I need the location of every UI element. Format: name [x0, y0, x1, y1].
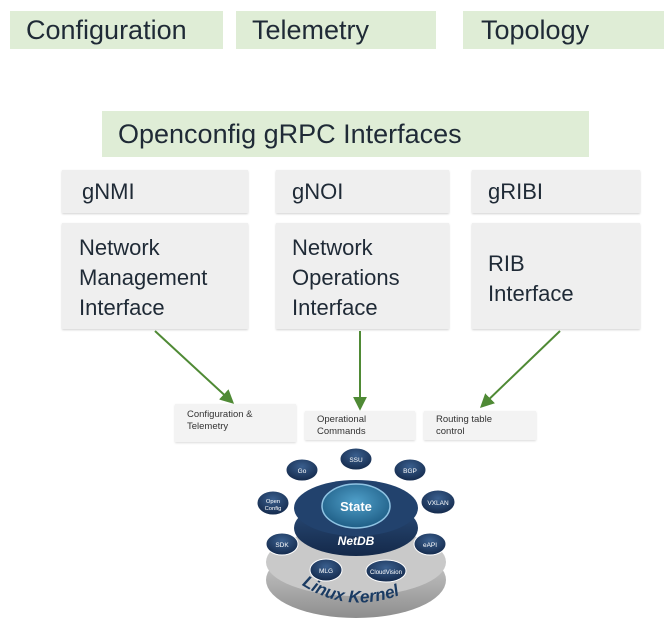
satellite-eapi-label: eAPI: [423, 542, 437, 549]
note-3-line-2: control: [436, 426, 465, 437]
note-2-line-2: Commands: [317, 426, 366, 437]
note-configuration-telemetry: Configuration & Telemetry: [175, 404, 296, 442]
satellite-vxlan: VXLAN: [420, 489, 456, 515]
gnmi-desc-line-3: Interface: [79, 295, 165, 320]
satellite-sdk: SDK: [265, 532, 299, 556]
tab-configuration-label: Configuration: [26, 14, 187, 45]
satellite-vxlan-label: VXLAN: [427, 500, 449, 507]
interface-header-gnmi: gNMI: [62, 170, 248, 213]
satellite-cloudvision-label: CloudVision: [370, 570, 402, 576]
gnoi-desc-line-3: Interface: [292, 295, 378, 320]
note-3-line-1: Routing table: [436, 414, 492, 425]
gnmi-label: gNMI: [82, 178, 135, 204]
note-routing-table-control: Routing table control: [424, 411, 536, 440]
satellite-go: Go: [285, 458, 319, 482]
tab-telemetry: Telemetry: [236, 11, 436, 49]
satellite-bgp: BGP: [393, 458, 427, 482]
satellite-sdk-label: SDK: [275, 542, 289, 549]
note-operational-commands: Operational Commands: [305, 411, 415, 440]
interface-header-gnoi: gNOI: [276, 170, 449, 213]
state-label: State: [340, 499, 372, 514]
satellite-go-label: Go: [298, 468, 307, 475]
gribi-label: gRIBI: [488, 178, 544, 204]
satellite-eapi: eAPI: [413, 532, 447, 556]
netdb-label: NetDB: [338, 534, 375, 548]
note-1-line-1: Configuration &: [187, 409, 253, 420]
tab-configuration: Configuration: [10, 11, 223, 49]
satellite-cloudvision: CloudVision: [365, 559, 407, 583]
tab-topology: Topology: [463, 11, 664, 49]
gnoi-desc-line-1: Network: [292, 235, 373, 260]
gnoi-desc-line-2: Operations: [292, 265, 400, 290]
interface-desc-gnmi: Network Management Interface: [62, 223, 248, 329]
satellite-ssu: SSU: [339, 447, 373, 471]
satellite-bgp-label: BGP: [403, 468, 417, 475]
gnmi-desc-line-2: Management: [79, 265, 208, 290]
grpc-banner: Openconfig gRPC Interfaces: [102, 111, 589, 157]
gribi-desc-line-2: Interface: [488, 281, 574, 306]
tab-topology-label: Topology: [481, 14, 590, 45]
satellite-mlg: MLG: [309, 558, 343, 582]
gnmi-desc-line-1: Network: [79, 235, 160, 260]
interface-desc-gnoi: Network Operations Interface: [276, 223, 449, 329]
grpc-banner-label: Openconfig gRPC Interfaces: [118, 118, 462, 149]
state-core: [321, 483, 391, 529]
note-1-line-2: Telemetry: [187, 421, 229, 432]
gribi-desc-line-1: RIB: [488, 251, 525, 276]
interface-header-gribi: gRIBI: [472, 170, 640, 213]
note-2-line-1: Operational: [317, 414, 367, 425]
gnoi-label: gNOI: [292, 178, 344, 204]
tab-telemetry-label: Telemetry: [252, 14, 370, 45]
interface-desc-gribi: RIB Interface: [472, 223, 640, 329]
satellite-mlg-label: MLG: [319, 568, 333, 575]
satellite-ssu-label: SSU: [349, 457, 363, 464]
